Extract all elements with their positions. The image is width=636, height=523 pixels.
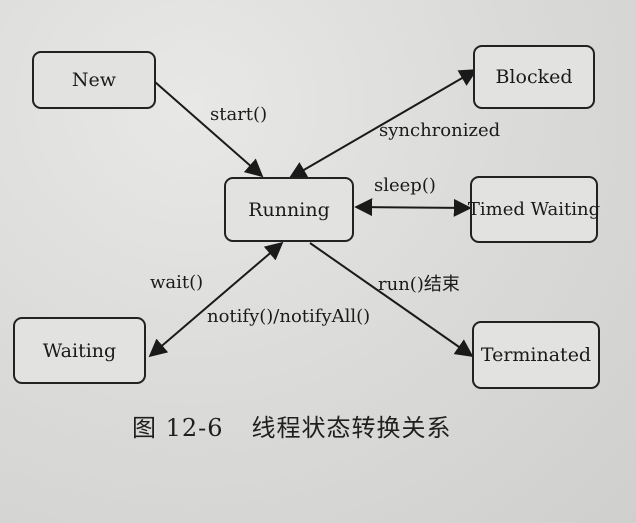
node-waiting: Waiting (13, 317, 146, 384)
edge-label-sleep: sleep() (374, 175, 436, 196)
node-terminated: Terminated (472, 321, 600, 389)
edge-synchronized (288, 69, 478, 179)
edge-sleep (354, 198, 472, 217)
figure-number: 图 12-6 (132, 414, 224, 442)
edge-label-wait: wait() (150, 272, 204, 293)
edge-label-notify: notify()/notifyAll() (207, 306, 371, 327)
edge-label-run-end: run()结束 (378, 274, 460, 295)
node-new: New (32, 51, 156, 109)
edge-label-synchronized: synchronized (379, 120, 501, 141)
edge-start (154, 81, 264, 178)
edge-label-start: start() (210, 104, 268, 125)
node-timed-waiting: Timed Waiting (468, 176, 600, 243)
figure-caption: 图 12-6 线程状态转换关系 (132, 408, 452, 443)
edge-wait-notify (148, 241, 284, 358)
figure-title: 线程状态转换关系 (251, 414, 452, 442)
node-blocked: Blocked (473, 45, 595, 109)
edge-run-end (309, 242, 474, 358)
node-running: Running (224, 177, 354, 242)
